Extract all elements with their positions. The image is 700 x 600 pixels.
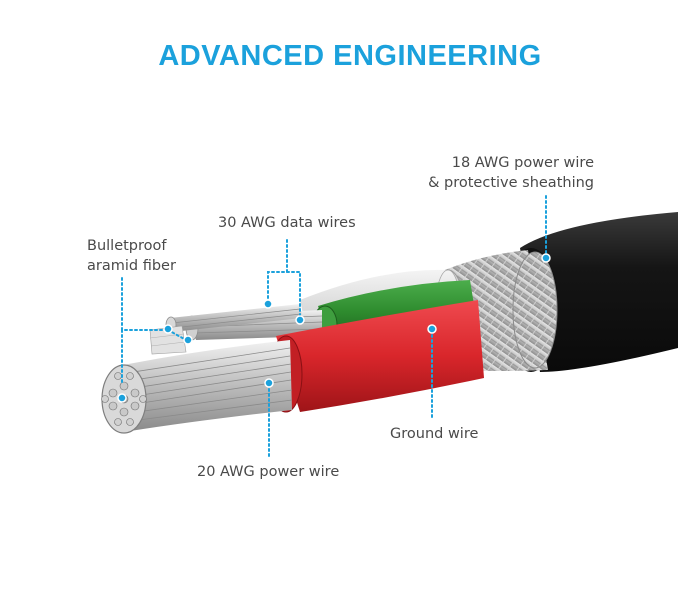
label-power20: 20 AWG power wire — [197, 462, 339, 482]
label-ground-line1: Ground wire — [390, 426, 479, 442]
label-aramid: Bulletproof aramid fiber — [87, 236, 176, 276]
page-title: ADVANCED ENGINEERING — [158, 40, 542, 72]
label-sheathing: 18 AWG power wire & protective sheathing — [380, 153, 594, 193]
dot-aramid-c — [117, 393, 127, 403]
dot-aramid-a — [163, 324, 173, 334]
dot-data-b — [295, 315, 305, 325]
dot-data-a — [263, 299, 273, 309]
leader-aramid — [121, 277, 169, 331]
callout-leaders — [121, 195, 547, 457]
label-data-wires-line1: 30 AWG data wires — [218, 215, 356, 231]
dot-ground — [427, 324, 437, 334]
leader-data-wires — [267, 239, 288, 305]
label-aramid-line2: aramid fiber — [87, 258, 176, 274]
label-ground: Ground wire — [390, 424, 478, 444]
callout-dots — [117, 253, 551, 403]
leader-aramid-c — [167, 329, 187, 341]
dot-aramid-b — [183, 335, 193, 345]
label-sheathing-line1: 18 AWG power wire — [451, 155, 594, 171]
label-power20-line1: 20 AWG power wire — [197, 464, 340, 480]
label-aramid-line1: Bulletproof — [87, 238, 167, 254]
dot-power20 — [264, 378, 274, 388]
twenty-awg-strands — [101, 340, 293, 434]
label-sheathing-line2: & protective sheathing — [428, 175, 594, 191]
dot-sheathing — [541, 253, 551, 263]
label-data-wires: 30 AWG data wires — [218, 213, 356, 233]
leader-data-wires-b — [286, 271, 301, 319]
